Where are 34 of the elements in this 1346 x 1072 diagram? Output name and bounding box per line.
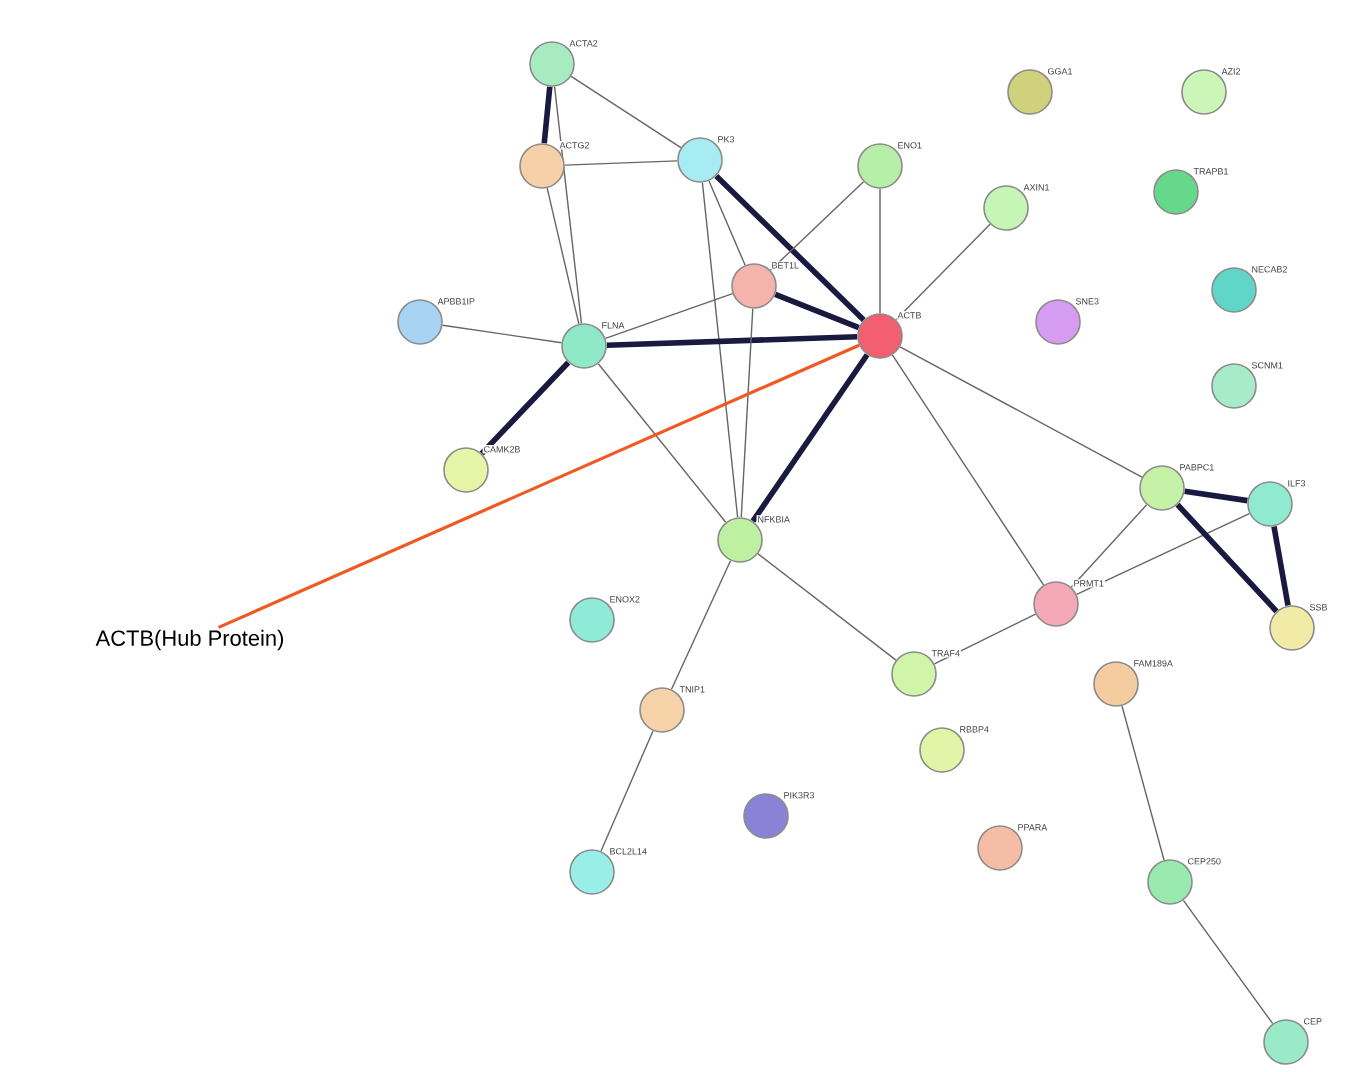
leader-line: [217, 343, 860, 629]
interaction-line: [757, 553, 897, 661]
interaction-line: [714, 173, 866, 323]
interaction-line: [750, 353, 870, 523]
interaction-line: [570, 75, 682, 149]
interaction-line: [1175, 502, 1279, 614]
interaction-line: [899, 346, 1143, 478]
interaction-line: [1121, 705, 1165, 861]
interaction-line: [441, 324, 563, 344]
interaction-line: [708, 180, 746, 266]
interaction-line: [606, 333, 858, 348]
interaction-line: [670, 560, 732, 690]
interaction-line: [895, 223, 991, 321]
interaction-line: [1075, 512, 1251, 596]
interaction-line: [933, 613, 1037, 665]
interaction-line: [774, 291, 860, 331]
interaction-line: [604, 292, 734, 340]
interaction-line: [546, 187, 580, 325]
interaction-line: [879, 188, 881, 314]
interaction-line: [1070, 504, 1148, 588]
interaction-line: [891, 354, 1045, 586]
hub-label: ACTB(Hub Protein): [95, 629, 283, 651]
interaction-line: [740, 308, 754, 518]
interaction-line: [553, 85, 583, 325]
interaction-line: [600, 730, 654, 852]
interaction-line: [564, 160, 678, 166]
interaction-line: [1184, 488, 1248, 504]
interaction-line: [1182, 899, 1274, 1025]
interaction-line: [597, 363, 727, 523]
interaction-line: [479, 360, 571, 456]
interaction-line: [541, 86, 553, 144]
interaction-line: [1271, 525, 1291, 607]
interaction-line: [769, 181, 865, 271]
interaction-line: [701, 181, 739, 518]
